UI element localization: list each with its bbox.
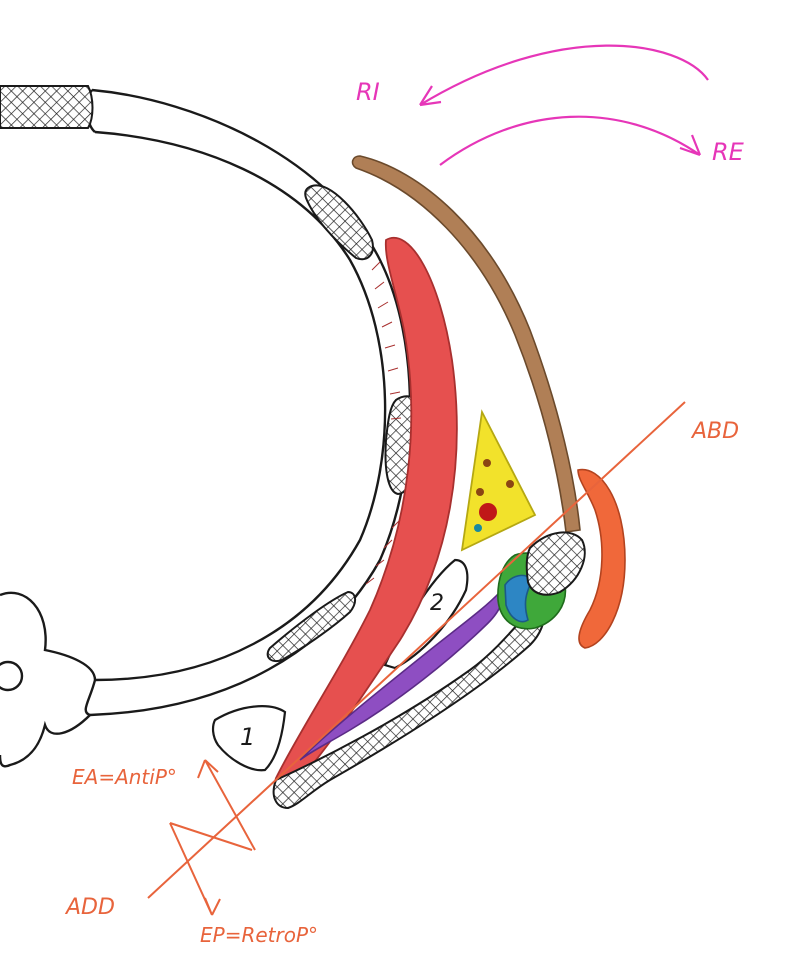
vertebra-foramen — [0, 660, 24, 692]
rib-inner-contour — [94, 130, 387, 682]
blue-joint-cartilage — [504, 574, 533, 623]
vessel-dot-2 — [506, 480, 514, 488]
external-rotation-arrow — [439, 115, 702, 166]
internal-rotation-arrow — [419, 44, 709, 107]
humeral-head — [525, 531, 586, 596]
space-1-outline — [211, 705, 287, 772]
scapula-body — [272, 598, 546, 810]
neurovascular-dots — [474, 459, 514, 532]
add-label: ADD — [64, 895, 115, 920]
space-2-label: 2 — [430, 591, 444, 616]
cartilage-segment-top — [0, 85, 94, 129]
cartilage-segment-lower — [266, 590, 356, 662]
vertebra-outline — [0, 591, 97, 768]
ea-label: EA=AntiP° — [72, 765, 177, 789]
ep-arrow — [169, 822, 221, 916]
rib-outer-contour — [89, 88, 412, 717]
red-muscle-fibres — [365, 261, 402, 585]
rotation-arrows — [419, 44, 709, 166]
cartilage-segment-upper — [304, 184, 374, 261]
vessel-dot-4 — [479, 503, 497, 521]
antepulsion-retropulsion-axis — [169, 822, 253, 851]
rib-cartilage-segments — [0, 85, 428, 662]
vessel-dot-1 — [483, 459, 491, 467]
movement-axes — [147, 401, 686, 916]
abd-label: ABD — [690, 419, 739, 444]
vessel-dot-3 — [476, 488, 484, 496]
abduction-adduction-axis — [147, 401, 686, 899]
re-label: RE — [712, 138, 745, 166]
orange-muscle — [577, 468, 626, 649]
vessel-dot-5 — [474, 524, 482, 532]
space-1-label: 1 — [240, 723, 255, 751]
ri-label: RI — [356, 78, 380, 106]
ea-arrow — [197, 759, 256, 851]
ep-label: EP=RetroP° — [200, 923, 318, 947]
brown-muscle — [351, 155, 581, 533]
yellow-triangle — [460, 409, 537, 552]
